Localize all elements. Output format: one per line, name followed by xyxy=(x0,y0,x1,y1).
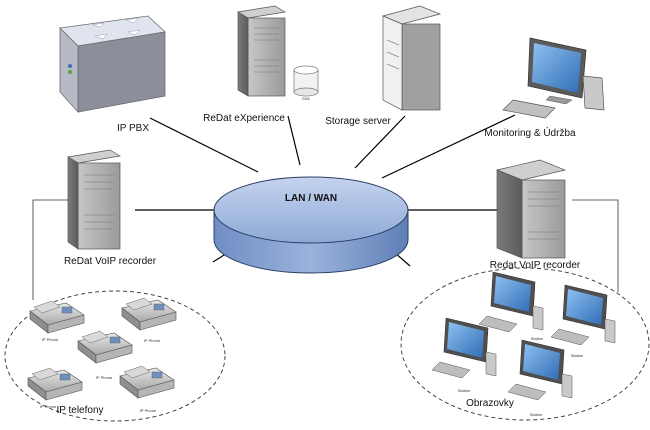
station: Station xyxy=(550,284,616,358)
ip-phone-caption: IP Phone xyxy=(144,338,161,343)
station: Station xyxy=(431,317,497,393)
ip-phone-caption: IP Phone xyxy=(96,375,113,380)
ip-phones-group-outline xyxy=(4,290,226,422)
stations-group-label: Obrazovky xyxy=(466,398,514,409)
link-monitoring xyxy=(381,114,516,179)
ip-phones-group: IP Phone IP Phone IP Phone IP Phone xyxy=(4,290,226,422)
redat-voip-recorder-right xyxy=(495,159,567,259)
ip-phone-caption: IP Phone xyxy=(42,337,59,342)
station-caption: Station xyxy=(530,412,542,417)
redat-voip-recorder-left xyxy=(67,149,121,250)
station: Station xyxy=(478,271,544,341)
keyboard-icon xyxy=(502,99,556,119)
ip-phone: IP Phone xyxy=(29,300,85,342)
connection-lines xyxy=(32,114,619,300)
disk-caption: SVA xyxy=(302,96,310,101)
ip-phone: IP Phone xyxy=(121,297,177,343)
hub-label: LAN / WAN xyxy=(285,193,337,204)
station-caption: Station xyxy=(531,336,543,341)
arrows-icon xyxy=(91,17,141,40)
link-phones-group xyxy=(32,199,68,300)
monitoring-workstation xyxy=(502,37,605,119)
station: Station xyxy=(507,339,573,417)
redat-voip-right-label: Redat VoIP recorder xyxy=(490,260,581,271)
redat-experience-label: ReDat eXperience xyxy=(203,113,285,124)
station-caption: Station xyxy=(571,353,583,358)
link-redat-experience xyxy=(287,115,301,166)
station-caption: Station xyxy=(458,388,470,393)
storage-server xyxy=(381,5,442,111)
storage-server-label: Storage server xyxy=(325,116,391,127)
monitoring-label: Monitoring & Údržba xyxy=(484,126,576,139)
status-led-icon xyxy=(68,64,72,68)
stations-group: Station Station Station Station Obrazovk… xyxy=(400,267,650,421)
ip-phone: IP Phone xyxy=(77,330,133,380)
stations-group-outline xyxy=(400,267,650,421)
disk-icon xyxy=(293,65,319,97)
link-storage-server xyxy=(354,115,406,169)
link-stations-group xyxy=(572,199,619,292)
ip-pbx-label: IP PBX xyxy=(117,123,149,134)
ip-phone-caption: IP Phone xyxy=(140,408,157,413)
redat-voip-left-label: ReDat VoIP recorder xyxy=(64,256,157,267)
redat-experience-server: SVA xyxy=(236,5,319,101)
ip-phone: IP Phone xyxy=(27,367,83,409)
lan-wan-hub: LAN / WAN xyxy=(213,176,409,274)
ip-phone: IP Phone xyxy=(119,365,175,413)
ip-phones-group-label: IP telefony xyxy=(56,405,103,416)
ip-phone-caption: IP Phone xyxy=(40,404,57,409)
monitor-screen-icon xyxy=(532,43,581,93)
ip-pbx-device xyxy=(59,15,166,114)
link-ip-pbx xyxy=(149,117,259,173)
